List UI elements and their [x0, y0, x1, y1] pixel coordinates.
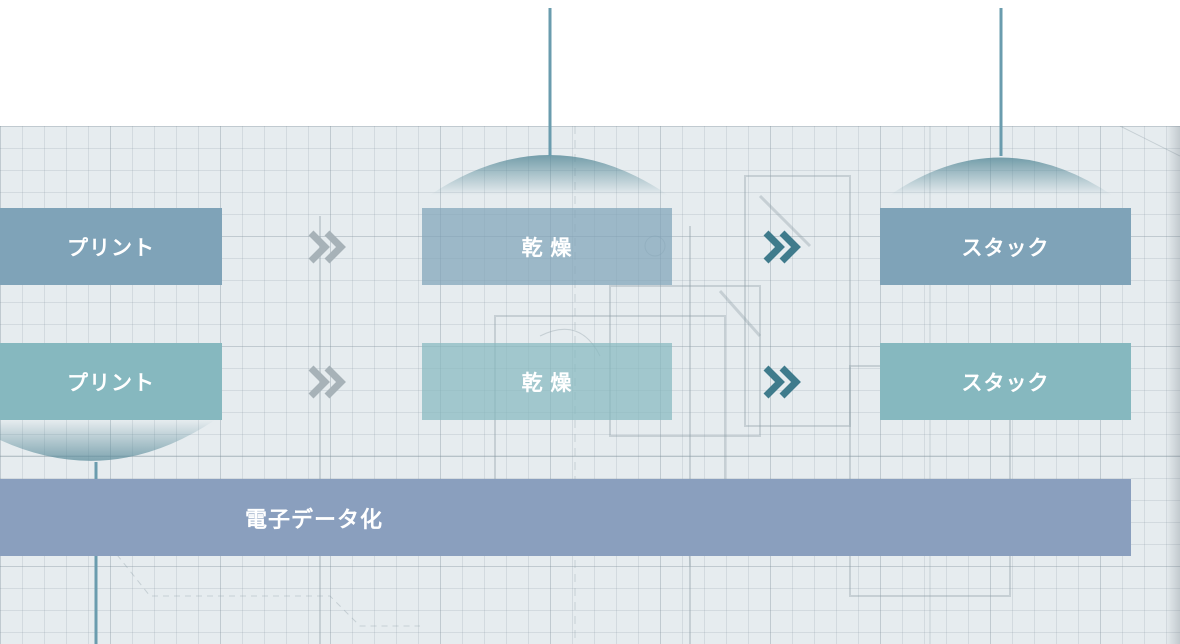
stack-label-row2: スタック	[961, 371, 1050, 395]
double-chevron-right-icon	[763, 365, 801, 399]
print-box-row2: プリント	[0, 343, 222, 420]
stack-connector-glow	[890, 157, 1112, 195]
double-chevron-right-icon	[308, 365, 346, 399]
print-label-row1: プリント	[67, 236, 155, 260]
dry-label-row2: 乾 燥	[521, 371, 573, 395]
dry-box-row1: 乾 燥	[422, 208, 672, 285]
print-label-row2: プリント	[67, 371, 155, 395]
dry-label-row1: 乾 燥	[521, 236, 573, 260]
print-box-row1: プリント	[0, 208, 222, 285]
dry-box-row2: 乾 燥	[422, 343, 672, 420]
double-chevron-right-icon	[308, 230, 346, 264]
digitization-bar: 電子データ化	[0, 479, 1131, 556]
stack-box-row2: スタック	[880, 343, 1131, 420]
stack-box-row1: スタック	[880, 208, 1131, 285]
stack-label-row1: スタック	[961, 236, 1050, 260]
dry-connector-glow	[430, 155, 668, 195]
right-edge-shadow	[1166, 126, 1180, 644]
digitization-label: 電子データ化	[245, 506, 384, 532]
print-connector-glow	[0, 420, 215, 461]
double-chevron-right-icon	[763, 230, 801, 264]
